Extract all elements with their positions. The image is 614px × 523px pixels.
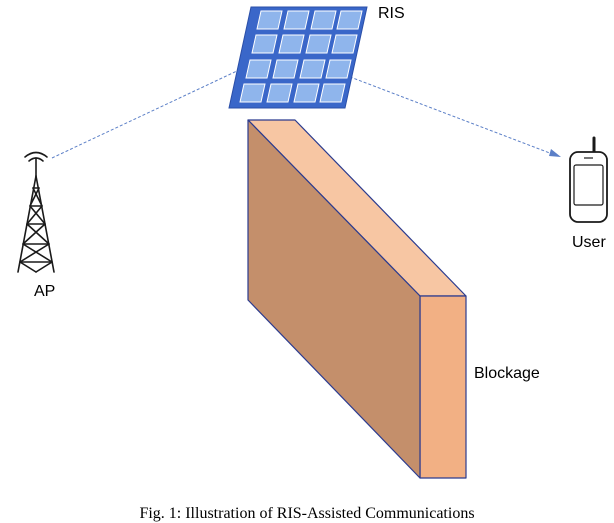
wall-side-face xyxy=(419,295,467,479)
ris-to-user-link xyxy=(344,74,556,156)
ris-panel: RIS xyxy=(228,5,405,109)
ris-frame xyxy=(228,6,368,109)
ris-label: RIS xyxy=(378,5,405,22)
blockage-wall xyxy=(247,119,467,479)
ris-elements xyxy=(239,10,363,103)
figure-caption: Fig. 1: Illustration of RIS-Assisted Com… xyxy=(139,505,475,522)
ris-element xyxy=(310,10,337,30)
ris-element xyxy=(239,83,266,103)
ris-element xyxy=(336,10,363,30)
ris-element xyxy=(331,34,358,54)
ris-element xyxy=(251,34,278,54)
ris-element xyxy=(266,83,293,103)
ap-label: AP xyxy=(34,283,55,300)
ris-element xyxy=(325,59,352,79)
wall-front-face xyxy=(247,119,421,479)
ris-element xyxy=(283,10,310,30)
mobile-phone-icon xyxy=(569,136,608,223)
ris-element xyxy=(299,59,326,79)
ris-element xyxy=(256,10,283,30)
ris-element xyxy=(245,59,272,79)
link-arrowhead xyxy=(549,149,561,157)
ris-element xyxy=(293,83,320,103)
user-label: User xyxy=(572,234,606,251)
cell-tower-icon xyxy=(17,151,55,273)
ris-element xyxy=(305,34,332,54)
ris-element xyxy=(278,34,305,54)
blockage-label: Blockage xyxy=(474,365,540,382)
ris-element xyxy=(319,83,346,103)
ris-element xyxy=(272,59,299,79)
